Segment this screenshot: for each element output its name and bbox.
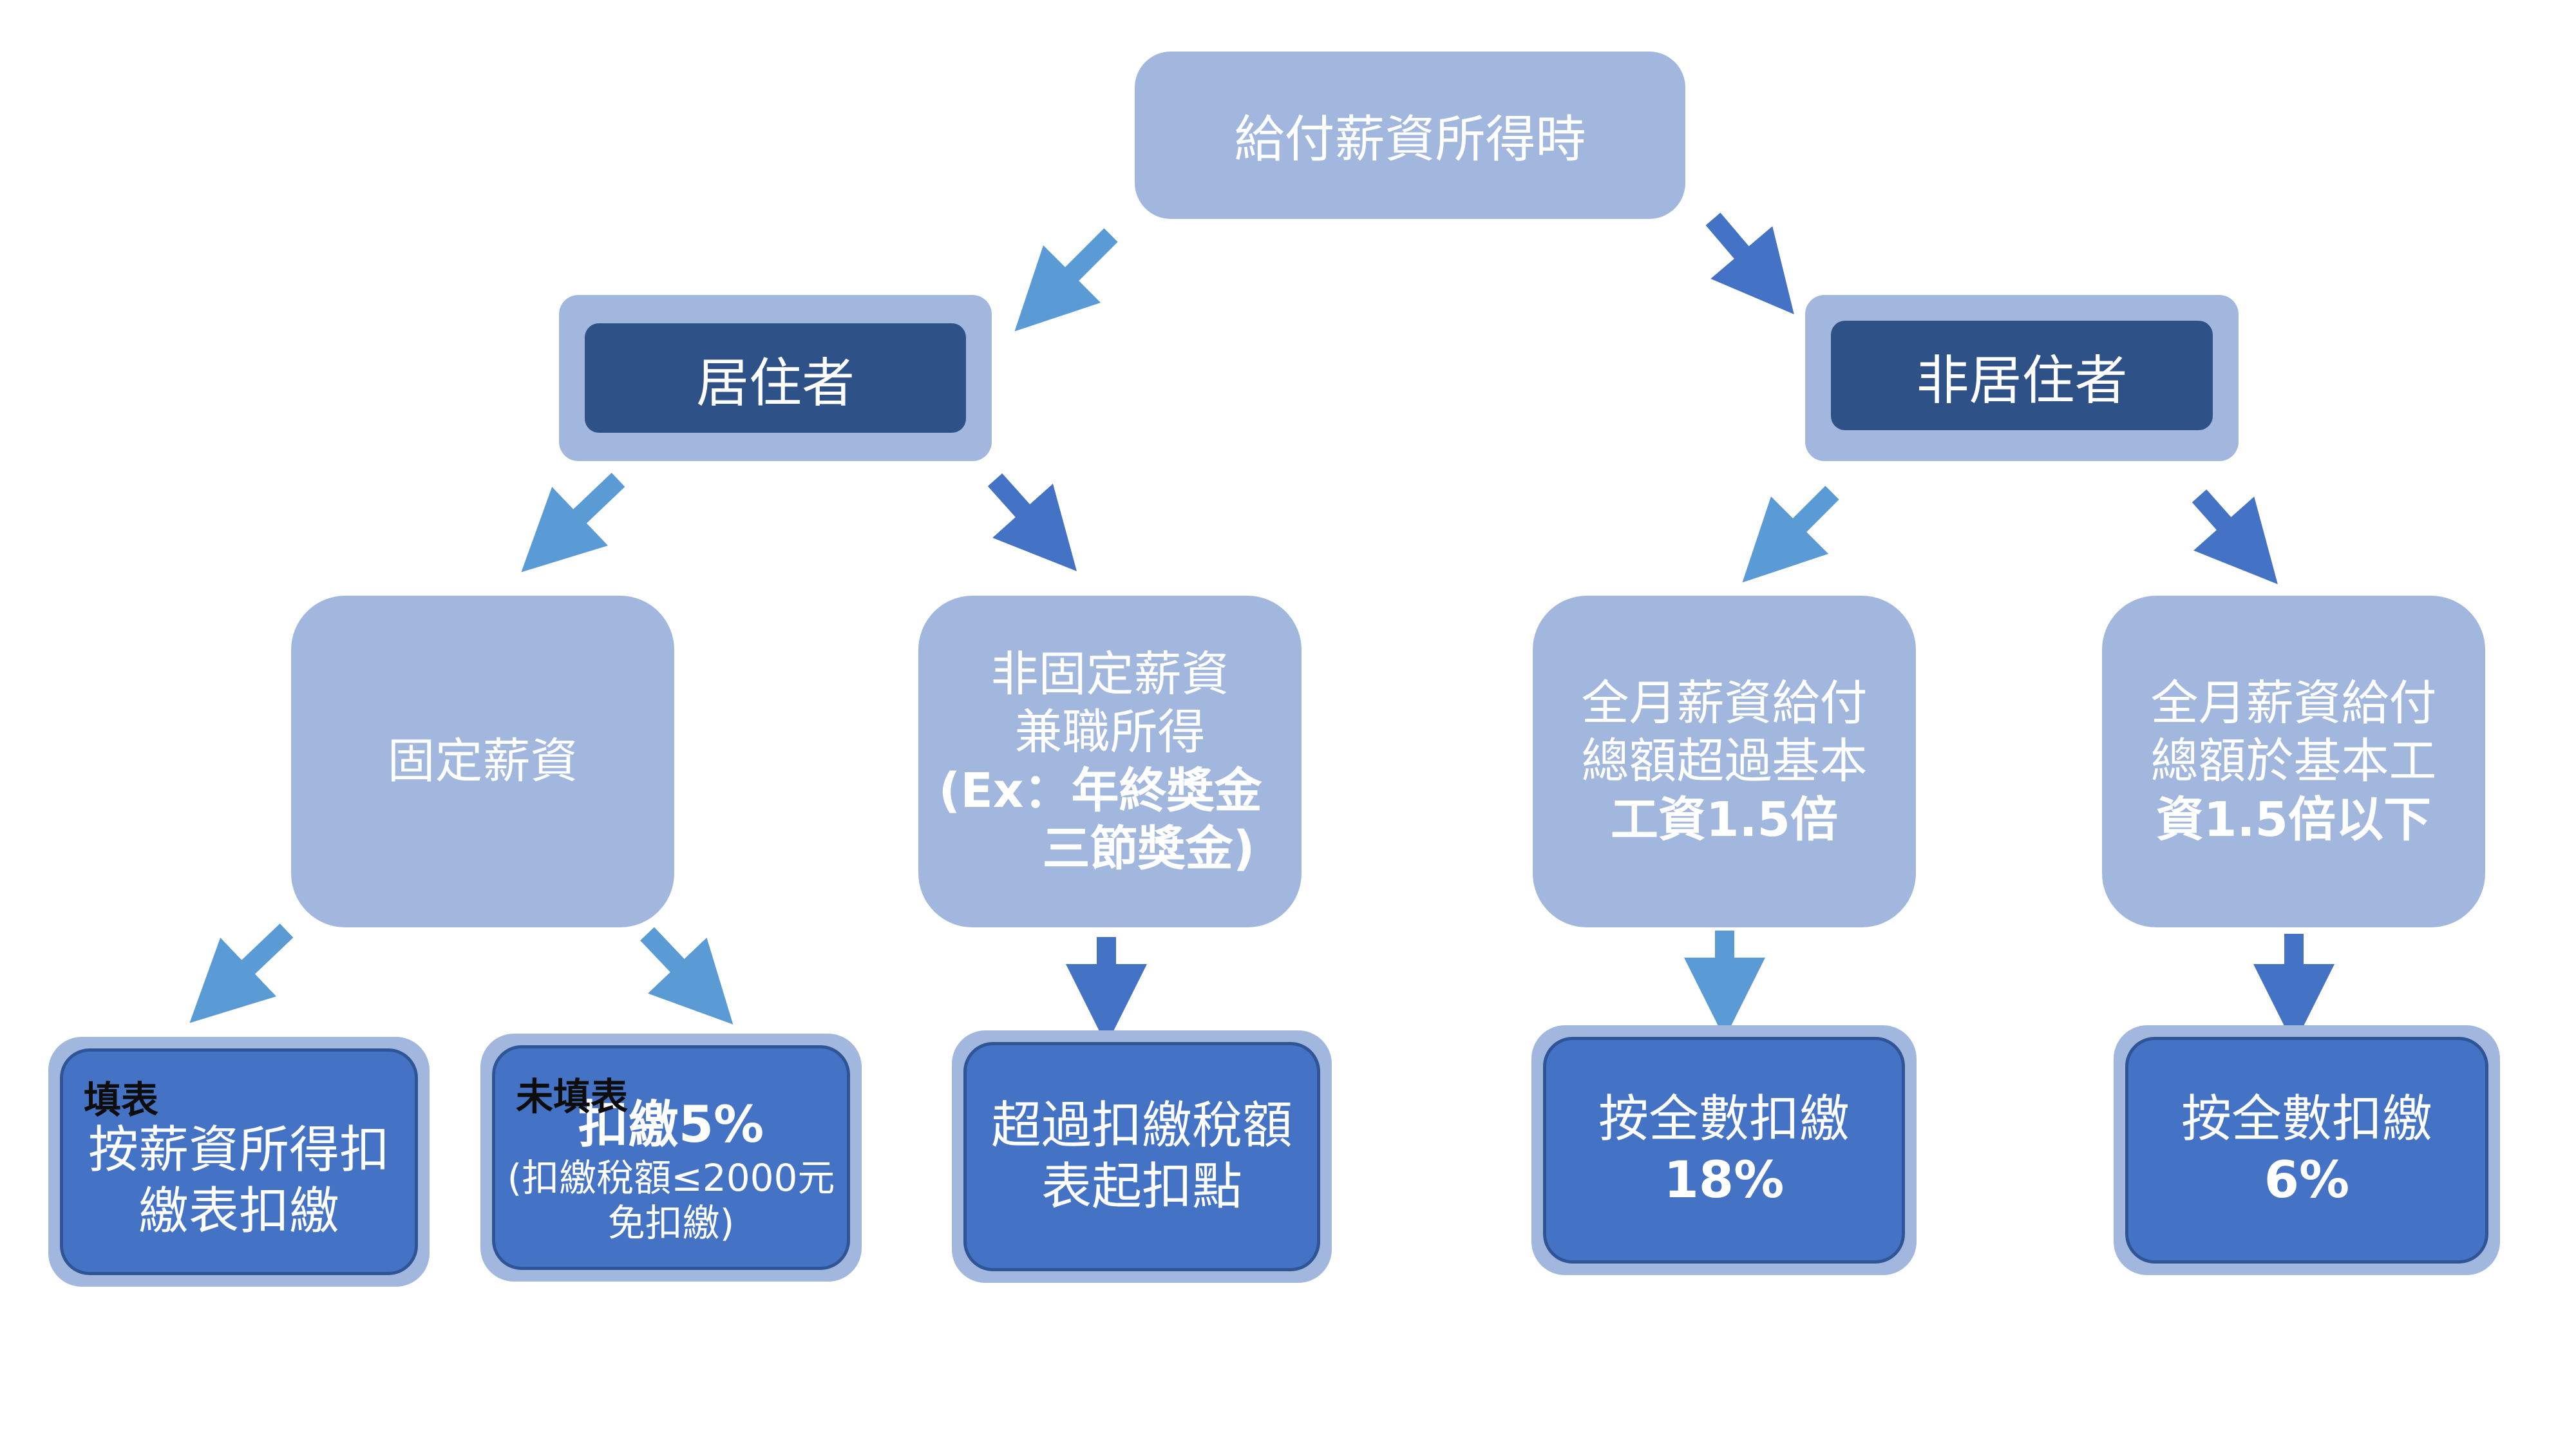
full-18-line-2: 18% [1663,1151,1785,1209]
arrow-nonresident-to-over [1742,486,1839,583]
arrow-resident-to-fixed [521,473,625,573]
full-18-line-1: 按全數扣繳 [1598,1090,1850,1148]
arrow-root-to-nonresident [1705,213,1794,315]
unfilled-form-box: 未填表 扣繳5% (扣繳稅額≤2000元 免扣繳) [492,1045,850,1270]
nonfixed-line-4: 三節獎金) [1042,820,1255,876]
filled-line-2: 繳表扣繳 [138,1182,339,1240]
full-6-leaf: 按全數扣繳 6% [2114,1025,2500,1275]
arrow-fixed-to-unfilled [640,927,734,1025]
nonfixed-salary-node: 非固定薪資 兼職所得 (Ex：年終獎金 三節獎金) [918,596,1302,927]
threshold-leaf: 超過扣繳稅額 表起扣點 [952,1030,1332,1283]
over-line-2: 總額超過基本 [1581,734,1868,790]
nonfixed-line-3: (Ex：年終獎金 [938,762,1262,819]
threshold-box: 超過扣繳稅額 表起扣點 [963,1042,1320,1271]
resident-label: 居住者 [696,352,855,414]
over-line-3: 工資1.5倍 [1610,791,1839,848]
fixed-salary-node: 固定薪資 [291,596,674,927]
over-line-1: 全月薪資給付 [1581,676,1868,732]
under-line-1: 全月薪資給付 [2150,676,2437,732]
unfilled-form-tag: 未填表 [516,1075,629,1119]
arrow-nonresident-to-under [2192,489,2278,585]
nonresident-node: 非居住者 [1805,295,2239,461]
arrow-resident-to-nonfixed [987,473,1077,571]
filled-line-1: 按薪資所得扣 [88,1121,390,1179]
under-line-2: 總額於基本工 [2150,734,2437,790]
arrow-fixed-to-filled [189,923,294,1023]
full-6-line-1: 按全數扣繳 [2181,1090,2432,1148]
resident-node: 居住者 [559,295,992,461]
nonresident-label: 非居住者 [1916,350,2128,412]
under-line-3: 資1.5倍以下 [2155,791,2432,848]
filled-form-tag: 填表 [84,1078,159,1122]
over-threshold-node: 全月薪資給付 總額超過基本 工資1.5倍 [1533,596,1916,927]
full-18-box: 按全數扣繳 18% [1543,1037,1905,1264]
threshold-line-1: 超過扣繳稅額 [990,1096,1293,1155]
nonresident-inner: 非居住者 [1831,321,2213,430]
resident-inner: 居住者 [585,323,966,433]
filled-form-leaf: 填表 按薪資所得扣 繳表扣繳 [48,1037,430,1287]
root-label: 給付薪資所得時 [1234,111,1586,169]
arrow-root-to-resident [1014,228,1118,332]
unfilled-main: 扣繳5% [578,1096,764,1155]
full-18-leaf: 按全數扣繳 18% [1531,1025,1917,1275]
threshold-line-2: 表起扣點 [1041,1158,1242,1216]
nonfixed-line-2: 兼職所得 [1014,705,1206,761]
unfilled-form-leaf: 未填表 扣繳5% (扣繳稅額≤2000元 免扣繳) [480,1034,862,1282]
unfilled-note-1: (扣繳稅額≤2000元 [507,1156,835,1200]
fixed-salary-label: 固定薪資 [387,734,578,790]
nonfixed-line-1: 非固定薪資 [990,646,1229,702]
full-6-box: 按全數扣繳 6% [2125,1037,2488,1264]
full-6-line-2: 6% [2264,1151,2350,1209]
under-threshold-node: 全月薪資給付 總額於基本工 資1.5倍以下 [2102,596,2485,927]
unfilled-note-2: 免扣繳) [607,1201,735,1245]
root-node: 給付薪資所得時 [1135,52,1685,219]
filled-form-box: 填表 按薪資所得扣 繳表扣繳 [60,1048,418,1275]
